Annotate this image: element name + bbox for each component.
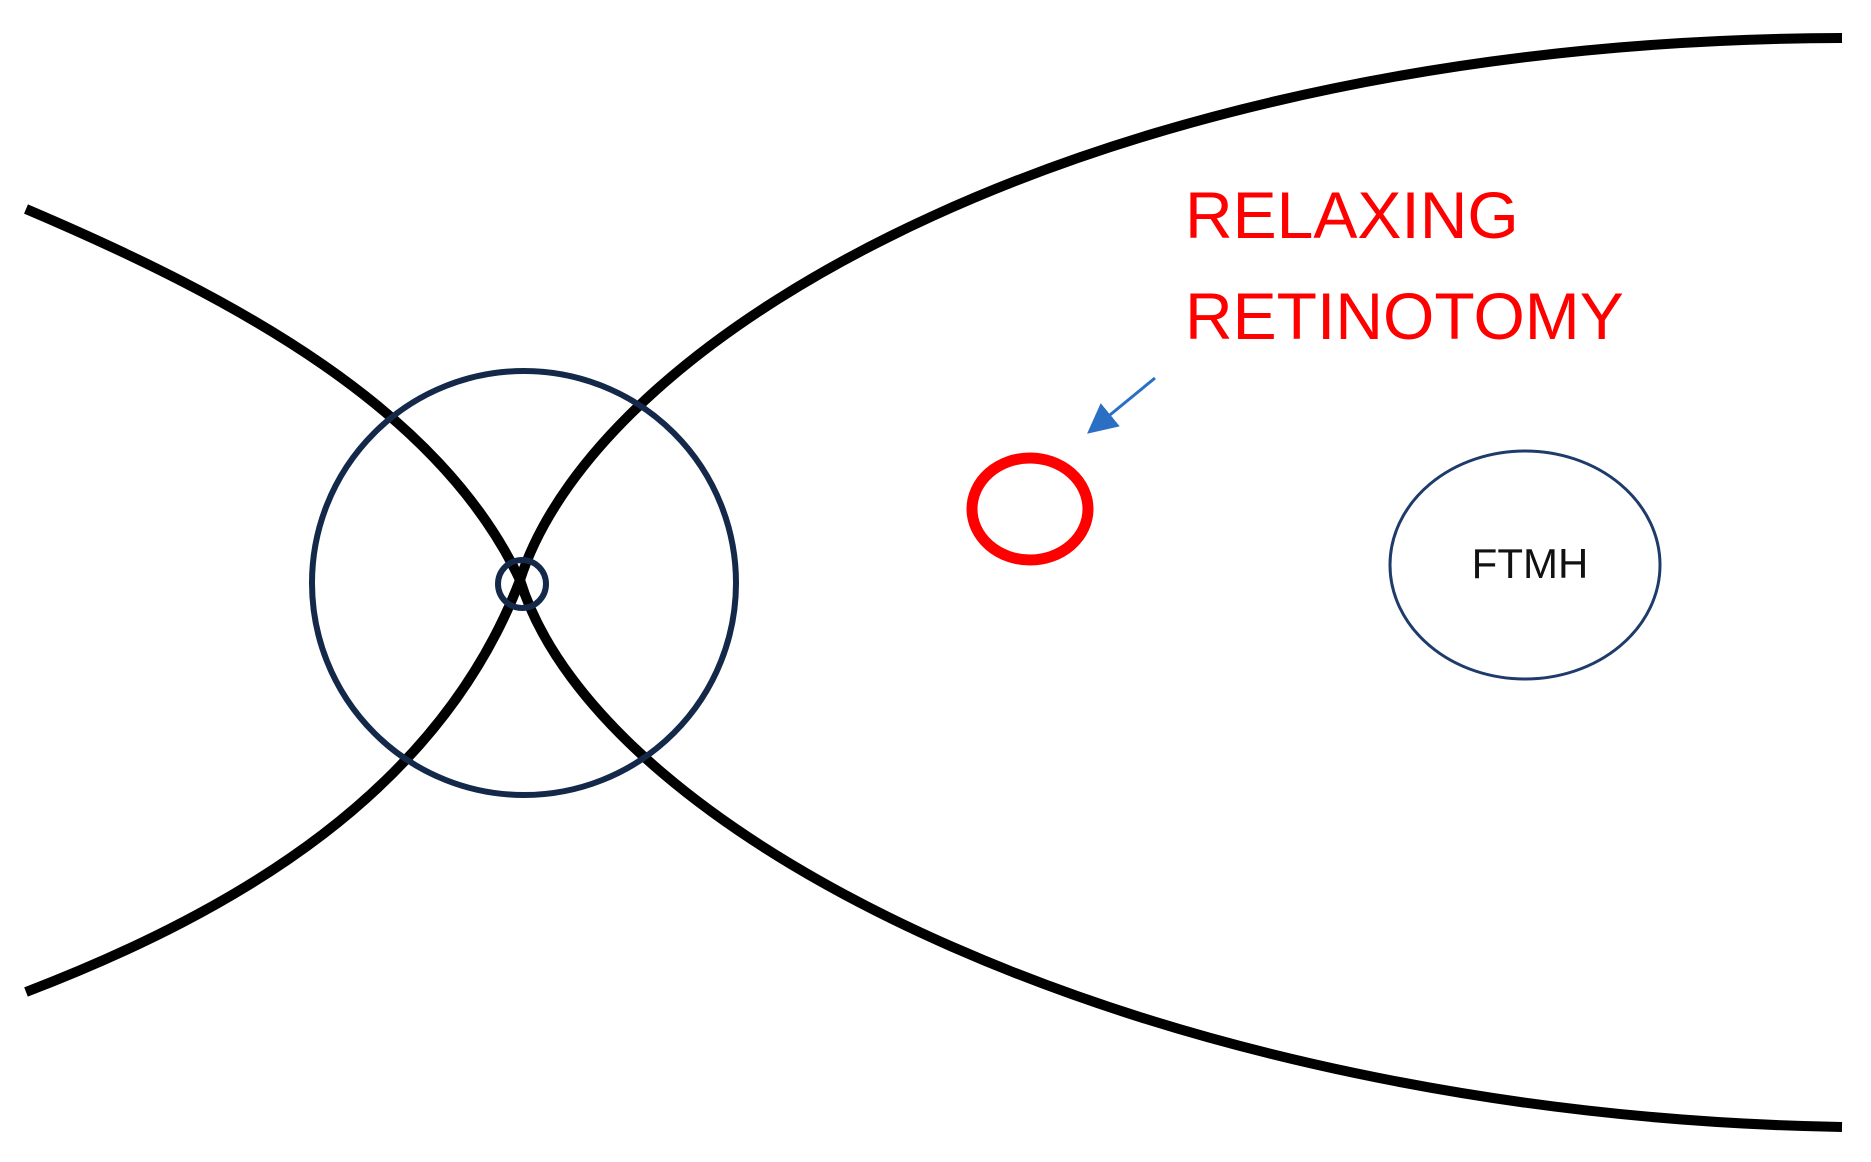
annotation-line-1: RELAXING xyxy=(1185,178,1519,252)
lower-left-arcade xyxy=(24,578,525,997)
retinotomy-marker xyxy=(966,452,1094,566)
optic-disc-outer-ring xyxy=(309,368,739,798)
lower-right-arcade xyxy=(515,578,1843,1132)
ftmh-outline xyxy=(1388,449,1662,681)
ftmh-label: FTMH xyxy=(1471,540,1589,587)
optic-disc-inner-ring xyxy=(495,557,549,611)
upper-left-arcade xyxy=(24,204,525,583)
arrow-down-left-icon xyxy=(1087,376,1156,434)
upper-right-arcade xyxy=(515,33,1843,582)
annotation-line-2: RETINOTOMY xyxy=(1185,279,1624,353)
